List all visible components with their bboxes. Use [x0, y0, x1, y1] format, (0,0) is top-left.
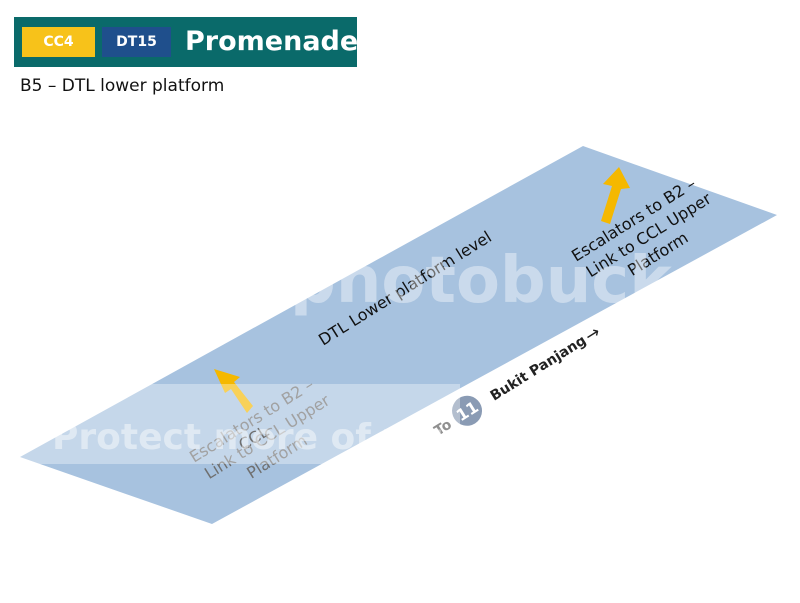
platform-area	[20, 146, 777, 524]
arrow-up-right-icon	[214, 369, 253, 413]
dt-line-code: DT15	[102, 27, 171, 57]
watermark-top: photobucket	[290, 244, 744, 318]
arrow-up-right-icon	[601, 167, 630, 224]
station-header: CC4 DT15 Promenade	[14, 17, 359, 67]
watermark-band	[0, 384, 460, 464]
circle-number-icon: 11	[452, 395, 483, 426]
station-name: Promenade	[185, 26, 359, 57]
direction-prefix: To	[432, 416, 455, 439]
level-label: B5 – DTL lower platform	[20, 76, 225, 96]
watermark-bottom: Protect more of your memories for less!	[52, 417, 800, 458]
cc-line-code: CC4	[22, 27, 95, 57]
